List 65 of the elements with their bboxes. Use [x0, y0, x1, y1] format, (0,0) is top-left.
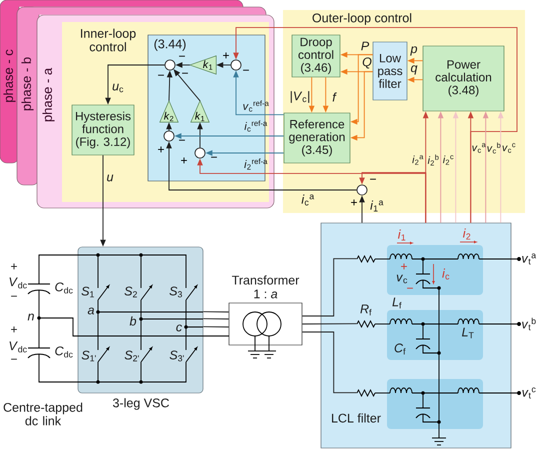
process-box: Hysteresis function (Fig. 3.12) [72, 104, 134, 156]
arrow [359, 172, 426, 224]
node-label: 1 : a [254, 290, 278, 298]
symbol-label: S$_{1'}$ [82, 350, 96, 362]
sign-label: + [11, 326, 17, 332]
wire [302, 258, 358, 316]
sign-label: + [351, 200, 357, 206]
symbol-label: i$_{2}$ [463, 228, 470, 240]
symbol-label: V$_{dc}$ [10, 342, 27, 352]
arrow [233, 27, 518, 224]
sign-label: − [211, 156, 217, 158]
wire [202, 318, 230, 320]
sign-label: − [11, 296, 17, 297]
symbol-label: R$_{f}$ [360, 304, 372, 316]
symbol-label: c [176, 324, 182, 332]
symbol-label: b [130, 316, 136, 326]
process-box: Low pass filter [372, 42, 408, 100]
sign-label: + [158, 146, 164, 152]
symbol-label: i$_{c}$ [442, 268, 450, 280]
edge-label: P [361, 42, 370, 50]
edge-label: f [332, 92, 337, 102]
sign-label: + [181, 158, 187, 164]
process-box: Reference generation (3.45) [284, 112, 350, 164]
process-box: Power calculation (3.48) [422, 46, 504, 112]
sign-label: + [11, 264, 17, 270]
symbol-label: L$_{f}$ [392, 298, 402, 308]
sign-label: − [407, 288, 413, 289]
wire [202, 311, 230, 312]
wire [302, 332, 358, 394]
symbol-label: L$_{T}$ [462, 328, 474, 338]
sign-label: − [158, 74, 164, 76]
edge-label: |V$_{c}$| [290, 91, 310, 103]
symbol-label: v$_{c}$ [396, 274, 408, 284]
symbol-label: C$_{f}$ [394, 344, 406, 354]
sign-label: + [401, 264, 407, 270]
edge-label: u [107, 174, 114, 182]
symbol-label: S$_{2'}$ [124, 350, 139, 362]
wire [302, 323, 358, 324]
symbol-label: S$_{3}$ [170, 286, 182, 298]
sign-label: + [223, 52, 229, 58]
edge-label: p [410, 46, 418, 56]
symbol-label: n [28, 314, 34, 320]
edge-label: i$_{c}$a [302, 194, 314, 206]
node-label: Transformer [232, 275, 300, 285]
node-label: 3-leg VSC [112, 398, 169, 410]
sign-label: − [370, 178, 376, 180]
sign-label: − [11, 358, 17, 360]
sign-label: − [179, 56, 185, 57]
process-box: Droop control (3.46) [292, 34, 340, 78]
symbol-label: i$_{1}$ [398, 230, 406, 240]
wire [202, 326, 230, 328]
edge-label: u$_{c}$ [112, 84, 124, 92]
edge-label: q [410, 65, 418, 75]
symbol-label: S$_{1}$ [82, 286, 94, 298]
edge-label: Q [362, 57, 372, 69]
transformer-box: Transformer 1 : a [228, 275, 302, 346]
symbol-label: S$_{3'}$ [170, 350, 184, 362]
symbol-label: S$_{2}$ [124, 286, 137, 298]
symbol-label: V$_{dc}$ [10, 278, 27, 288]
edge-label: i$_{1}$a [370, 200, 384, 212]
symbol-label: a [88, 308, 94, 314]
sign-label: − [182, 72, 188, 74]
caption-label: Centre-tapped dc link [4, 402, 82, 426]
sign-label: − [179, 140, 185, 141]
sign-label: − [243, 70, 249, 71]
